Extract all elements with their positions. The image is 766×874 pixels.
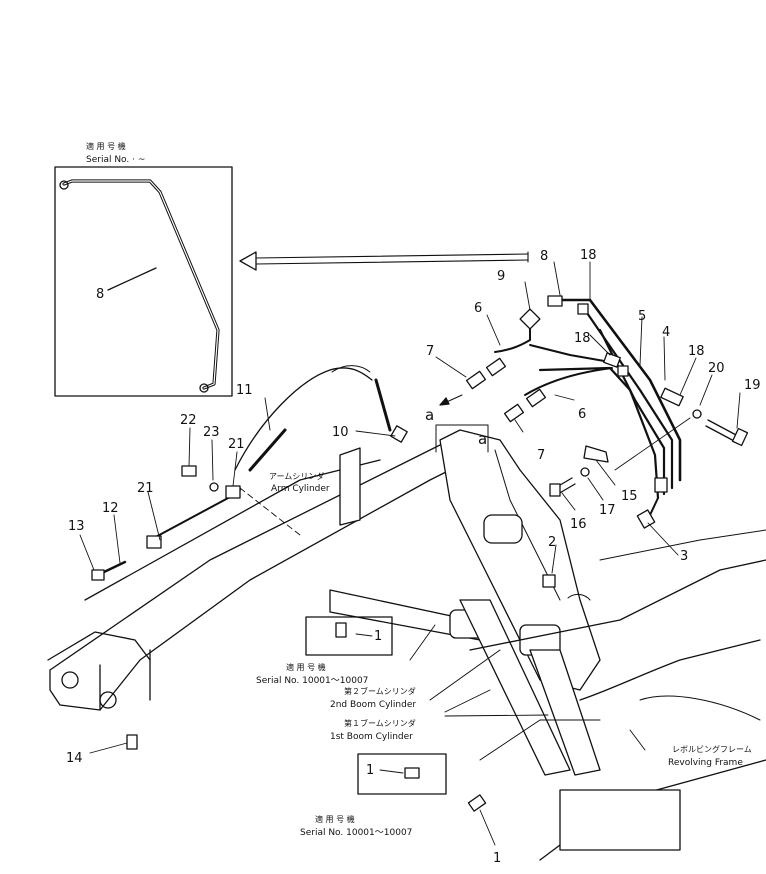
section-a-bracket [435, 424, 489, 453]
arm-body [49, 439, 491, 711]
frame-top-edge [469, 559, 766, 651]
part-number-11: 11 [236, 383, 253, 398]
boom1-cylinder-a [459, 599, 571, 776]
inset-serial-jp: 適 用 号 機 [86, 141, 126, 151]
part-number-8: 8 [540, 249, 548, 264]
washer-17 [580, 467, 590, 477]
part-number-20: 20 [708, 361, 725, 376]
arm-cylinder-en: Arm Cylinder [271, 484, 330, 494]
frame-mid-edge [579, 639, 761, 701]
part-number-14: 14 [66, 751, 83, 766]
part-number-15: 15 [621, 489, 638, 504]
bolt-19 [705, 419, 739, 443]
serial-mid-en: Serial No. 10001～10007 [256, 676, 368, 686]
arm-cylinder-jp: アームシリンダ [269, 471, 324, 481]
inset-serial-en: Serial No. · ~ [86, 155, 145, 165]
part-number-6b: 6 [578, 407, 586, 422]
serial-bot-en: Serial No. 10001～10007 [300, 828, 412, 838]
part-number-3: 3 [680, 549, 688, 564]
section-mark-a1: a [425, 406, 434, 424]
bolt-22 [181, 465, 197, 477]
inset-box [54, 166, 233, 397]
part-number-7b: 7 [537, 448, 545, 463]
part-number-21b: 21 [137, 481, 154, 496]
direction-arrow-shaft [255, 253, 529, 259]
part-number-16: 16 [570, 517, 587, 532]
part-number-21a: 21 [228, 437, 245, 452]
part-number-22: 22 [180, 413, 197, 428]
serial-mid-jp: 適 用 号 機 [286, 662, 326, 672]
part-number-23: 23 [203, 425, 220, 440]
serial-box-bot [357, 753, 447, 795]
section-mark-a2: a [478, 430, 487, 448]
boom-mast [439, 429, 601, 691]
frame-en: Revolving Frame [668, 758, 743, 768]
arm-bracket [47, 631, 151, 661]
hose-6-elbow [494, 319, 531, 353]
arm-pin-hole-2 [99, 691, 117, 709]
part-number-10: 10 [332, 425, 349, 440]
inset-pipe-8 [62, 179, 220, 390]
pipe-run-2 [583, 308, 674, 490]
part-number-13: 13 [68, 519, 85, 534]
arm-pin-hole-1 [61, 671, 79, 689]
fitting-8-end [547, 295, 563, 307]
part-number-18b: 18 [574, 331, 591, 346]
hose-arm-upper [374, 378, 392, 432]
leader-inset-8 [107, 267, 157, 291]
part-number-1b: 1 [366, 763, 374, 778]
part-number-6a: 6 [474, 301, 482, 316]
part-number-4: 4 [662, 325, 670, 340]
boom2-jp: 第２ブームシリンダ [344, 686, 416, 696]
arm-cylinder-bracket [339, 447, 361, 526]
part-number-18a: 18 [580, 248, 597, 263]
direction-arrow-head [239, 251, 257, 271]
grease-fitting-14 [126, 734, 138, 750]
inset-pipe-fitting-top [59, 180, 69, 190]
washer-20 [692, 409, 702, 419]
pipe-run-4 [538, 366, 660, 500]
hose-11 [248, 428, 287, 472]
elbow-10 [390, 425, 408, 443]
part-number-8-inset: 8 [96, 287, 104, 302]
clamp-18 [660, 387, 684, 407]
frame-jp: レボルビングフレーム [672, 744, 752, 754]
part-number-5: 5 [638, 309, 646, 324]
leader-lines [79, 261, 741, 846]
part-number-1c: 1 [493, 851, 501, 866]
part-number-19: 19 [744, 378, 761, 393]
hose-6-upper [529, 344, 611, 363]
part-number-17: 17 [599, 503, 616, 518]
serial-box-mid [305, 616, 393, 656]
grease-fitting-2 [542, 574, 556, 588]
block-21 [225, 485, 241, 499]
fitting-7b [503, 403, 525, 423]
part-number-1a: 1 [374, 629, 382, 644]
grease-fitting-13 [91, 569, 105, 581]
part-number-2: 2 [548, 535, 556, 550]
clamp-15 [583, 445, 609, 463]
arm-hose-loop [234, 367, 373, 471]
grease-fitting-1 [467, 794, 487, 812]
part-number-7a: 7 [426, 344, 434, 359]
hose-6-lower [524, 367, 613, 396]
serial-bot-jp: 適 用 号 機 [315, 814, 355, 824]
inset-pipe-fitting-bottom [199, 383, 209, 393]
boom1-en: 1st Boom Cylinder [330, 732, 413, 742]
boom1-cylinder-b [529, 649, 601, 776]
elbow-9 [519, 308, 541, 330]
washer-23 [209, 482, 219, 492]
part-number-9: 9 [497, 269, 505, 284]
frame-block [559, 789, 681, 851]
boom1-jp: 第１ブームシリンダ [344, 718, 416, 728]
boom2-en: 2nd Boom Cylinder [330, 700, 416, 710]
boom-cylinder-head [483, 514, 523, 544]
pipe-run-1 [558, 298, 682, 482]
part-number-18c: 18 [688, 344, 705, 359]
fitting-7a [465, 370, 487, 390]
part-number-12: 12 [102, 501, 119, 516]
